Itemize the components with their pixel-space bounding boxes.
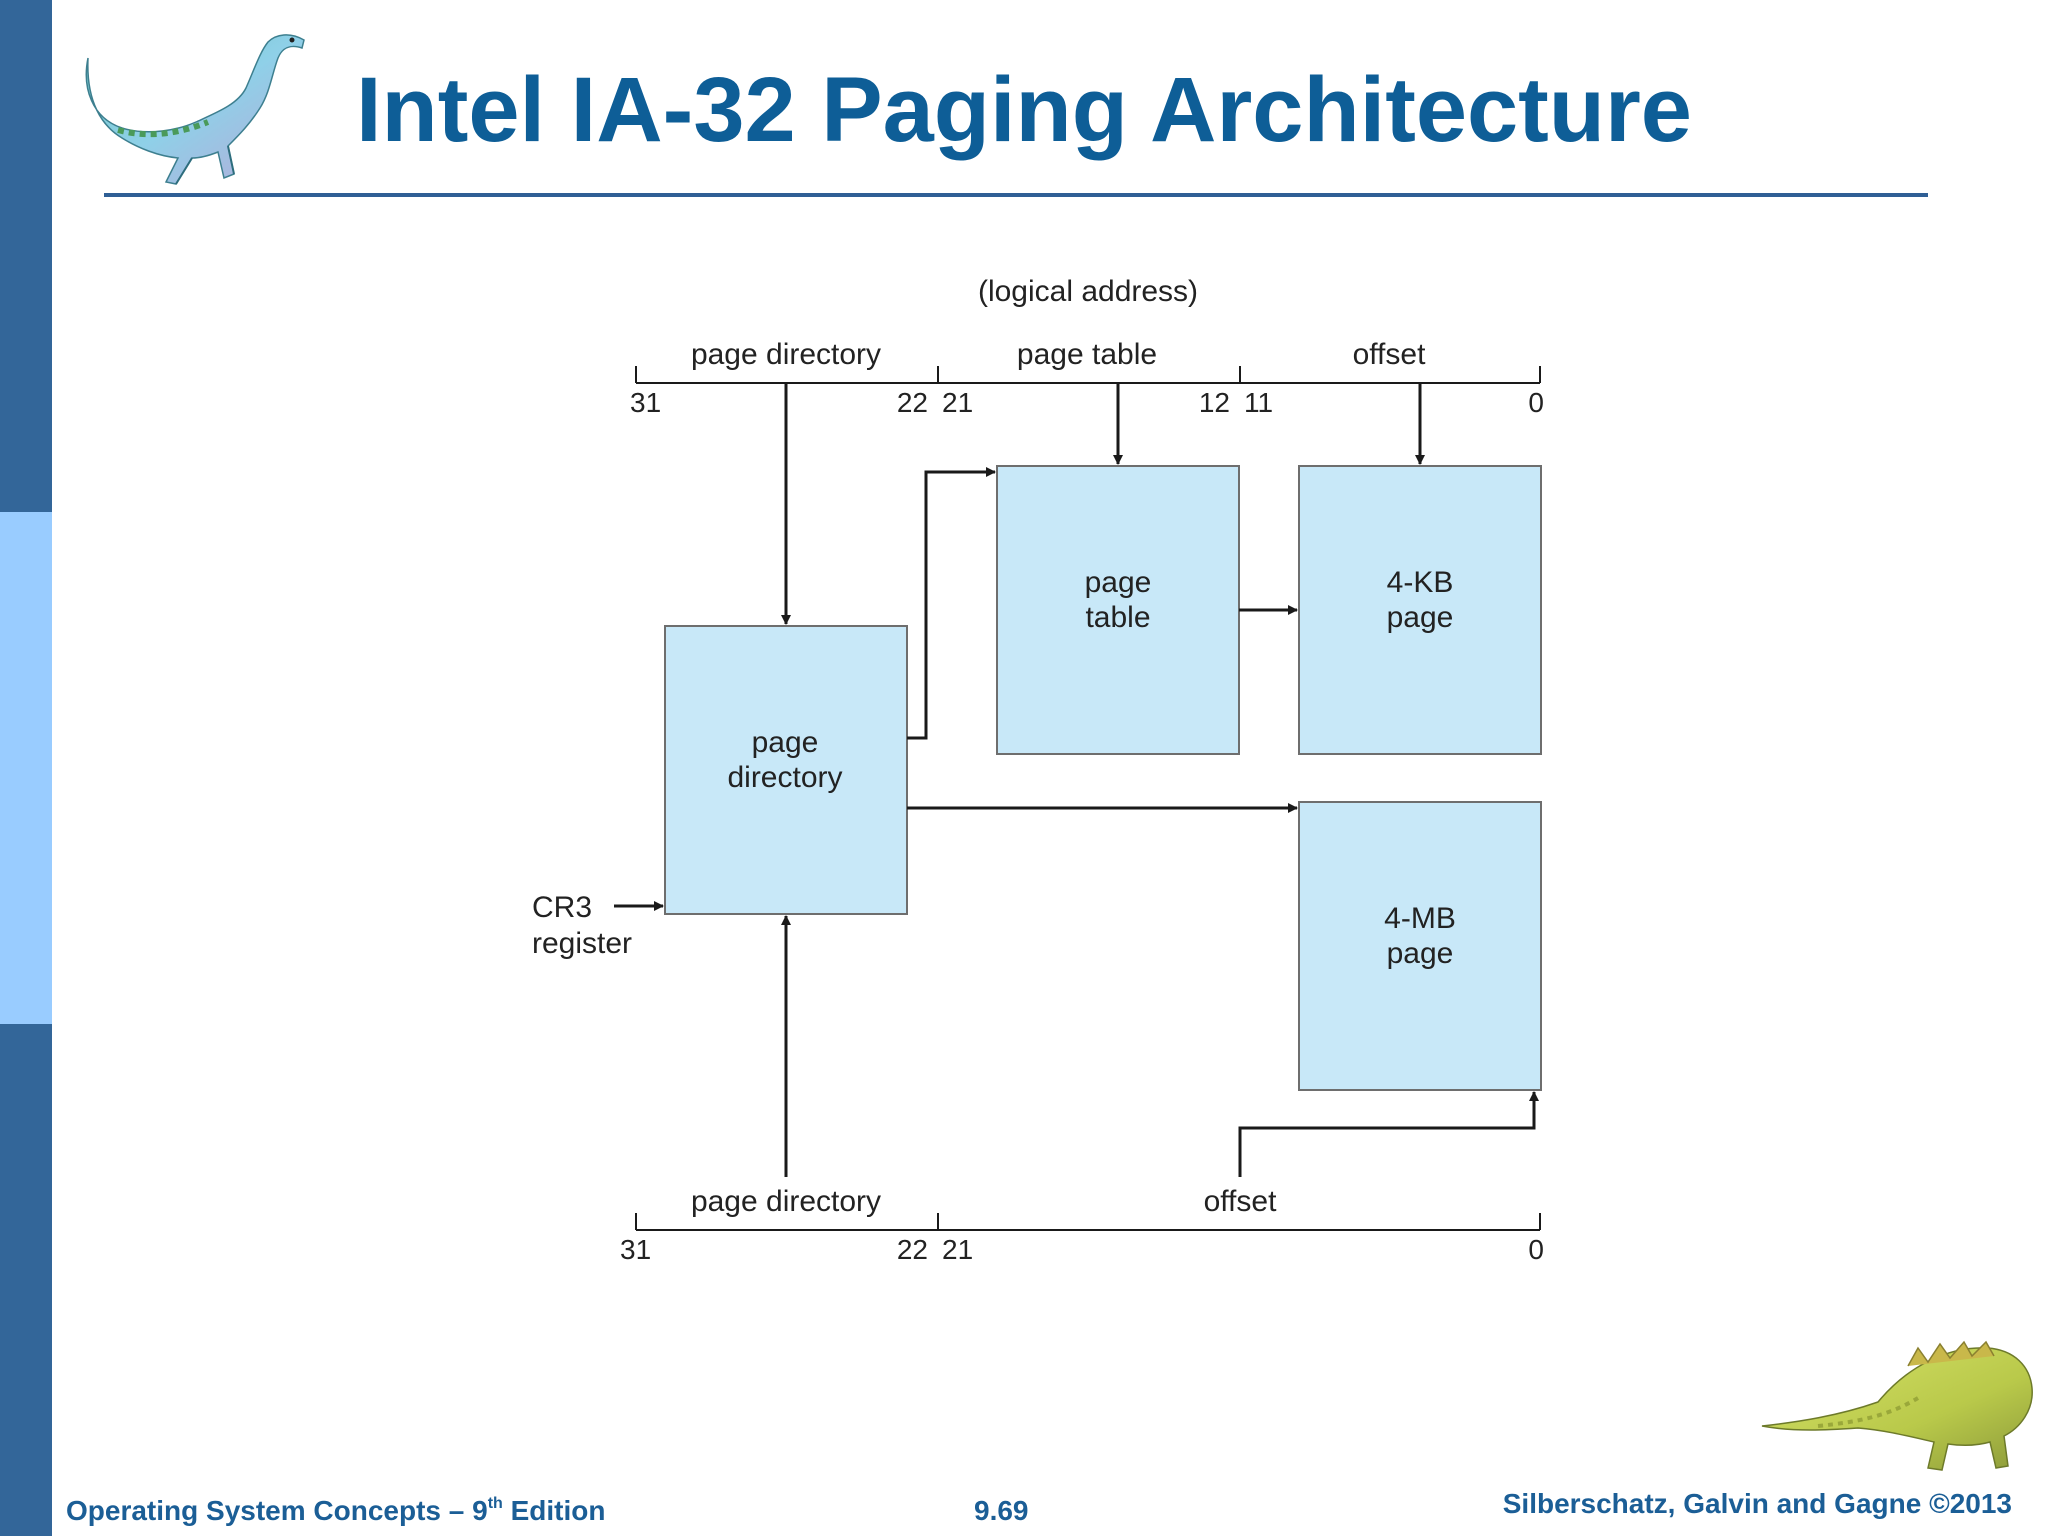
page-4kb-label-line1: 4-KB xyxy=(1387,566,1454,599)
dinosaur-logo-bottom-icon xyxy=(1761,1340,2033,1471)
left-bar-middle-segment xyxy=(0,512,52,1024)
diagram-arrows xyxy=(614,383,1539,1177)
page-table-box xyxy=(996,465,1240,755)
page-directory-box xyxy=(664,625,908,915)
left-sidebar-bar xyxy=(0,0,52,1536)
bottom-bit-0: 0 xyxy=(1528,1234,1544,1265)
top-field-page-directory: page directory xyxy=(691,338,881,371)
footer-right: Silberschatz, Galvin and Gagne ©2013 xyxy=(1502,1488,2012,1519)
title-underline xyxy=(104,193,1928,197)
page-4mb-label-line1: 4-MB xyxy=(1384,902,1456,935)
top-bit-0: 0 xyxy=(1528,387,1544,418)
bottom-field-offset: offset xyxy=(1204,1185,1277,1218)
footer-left-suffix: Edition xyxy=(502,1495,606,1526)
bottom-bit-31: 31 xyxy=(620,1234,651,1265)
page-4mb-label-line2: page xyxy=(1387,937,1454,970)
arrow-directory-to-page-table xyxy=(907,467,996,740)
bottom-bit-21: 21 xyxy=(942,1234,973,1265)
footer-left-sup: th xyxy=(487,1495,503,1512)
top-bit-12: 12 xyxy=(1199,387,1230,418)
top-field-offset: offset xyxy=(1353,338,1426,371)
page-4kb-box xyxy=(1298,465,1542,755)
top-bit-31: 31 xyxy=(630,387,661,418)
footer-page-number: 9.69 xyxy=(974,1495,1029,1526)
dinosaur-logo-top-icon xyxy=(85,34,305,185)
top-field-page-table: page table xyxy=(1017,338,1157,371)
arrow-bottom-offset-to-4mb xyxy=(1238,1091,1539,1177)
page-directory-label-line1: page xyxy=(752,726,819,759)
footer-left: Operating System Concepts – 9th Edition xyxy=(66,1495,605,1527)
bottom-address-bar xyxy=(635,1213,1541,1231)
register-label: register xyxy=(532,927,632,960)
bottom-field-page-directory: page directory xyxy=(691,1185,881,1218)
left-bar-bottom-segment xyxy=(0,1024,52,1536)
left-bar-top-segment xyxy=(0,0,52,512)
page-table-label-line1: page xyxy=(1085,566,1152,599)
top-bit-21: 21 xyxy=(942,387,973,418)
footer-left-prefix: Operating System Concepts – 9 xyxy=(66,1495,488,1526)
top-bit-11: 11 xyxy=(1244,387,1273,418)
top-bit-22: 22 xyxy=(897,387,928,418)
bottom-bit-22: 22 xyxy=(897,1234,928,1265)
page-table-label-line2: table xyxy=(1085,601,1150,634)
page-4mb-box xyxy=(1298,801,1542,1091)
page-directory-label-line2: directory xyxy=(727,761,842,794)
logical-address-label: (logical address) xyxy=(978,275,1198,308)
page-4kb-label-line2: page xyxy=(1387,601,1454,634)
slide-title: Intel IA-32 Paging Architecture xyxy=(356,59,1692,161)
cr3-label: CR3 xyxy=(532,891,592,924)
